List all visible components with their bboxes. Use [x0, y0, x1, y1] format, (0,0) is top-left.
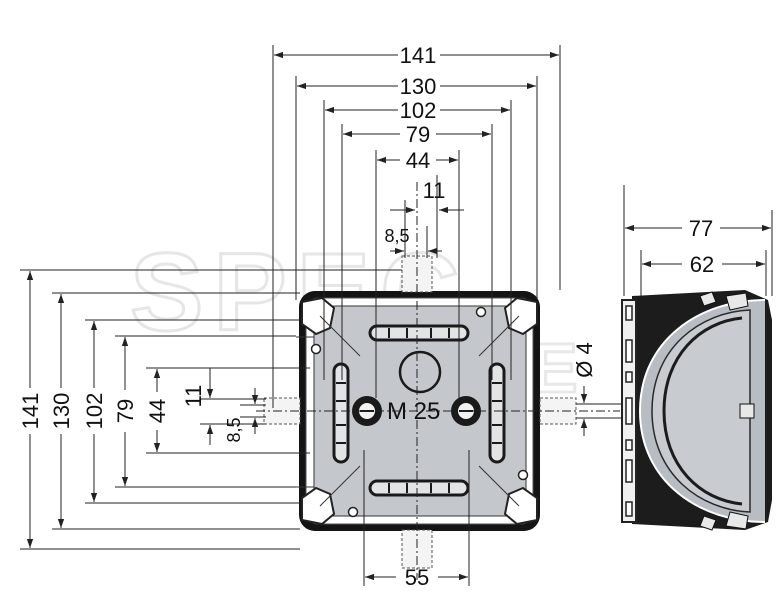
dim-side-77: 77 — [689, 216, 713, 241]
dim-left-44: 44 — [145, 399, 170, 423]
dim-top-8-5: 8,5 — [384, 226, 409, 246]
dim-bottom-55: 55 — [405, 565, 429, 590]
box-cable-knockout — [398, 350, 442, 394]
box-corner-posts — [301, 296, 538, 526]
box-panel-leaders — [296, 336, 314, 488]
side-lid-seal — [662, 316, 743, 506]
centre-lines — [256, 182, 620, 580]
dim-side-62: 62 — [690, 252, 714, 277]
dim-top-44: 44 — [406, 148, 430, 173]
box-corner-diagonals — [319, 315, 520, 507]
bottom-dimension-set: 55 — [363, 450, 470, 590]
dim-left-130: 130 — [49, 393, 74, 430]
side-base-details — [625, 305, 633, 517]
dim-top-11: 11 — [423, 178, 446, 203]
top-dimension-set: 141 130 102 79 44 11 8,5 — [272, 43, 561, 408]
box-slots — [332, 324, 506, 497]
dim-left-8-5: 8,5 — [224, 417, 244, 442]
dim-left-102: 102 — [82, 393, 107, 430]
dim-left-141: 141 — [18, 393, 43, 430]
side-dimension-set: 77 62 Ø 4 — [572, 185, 773, 436]
box-slot-marks — [336, 328, 502, 493]
dim-top-130: 130 — [400, 74, 437, 99]
dim-left-79: 79 — [113, 399, 138, 423]
box-mounting-holes — [310, 306, 529, 518]
dim-top-141: 141 — [400, 43, 437, 68]
junction-box-side-view — [621, 290, 772, 531]
dim-top-79: 79 — [406, 122, 430, 147]
dim-top-102: 102 — [400, 98, 437, 123]
dim-left-11: 11 — [181, 385, 206, 408]
side-clips — [699, 291, 755, 531]
left-dimension-set: 141 130 102 79 44 11 8,5 — [18, 269, 402, 550]
dim-side-diameter-4: Ø 4 — [572, 342, 597, 377]
